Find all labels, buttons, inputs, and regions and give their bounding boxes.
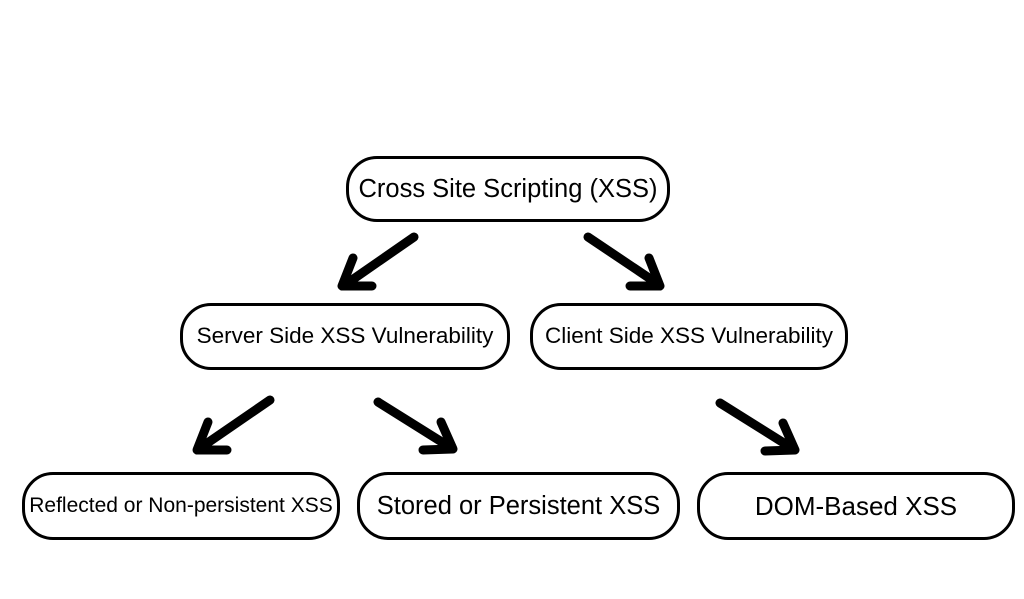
- node-label: Cross Site Scripting (XSS): [358, 174, 658, 203]
- arrow-shaft: [201, 395, 275, 449]
- node-cross-site-scripting: Cross Site Scripting (XSS): [346, 156, 670, 222]
- node-label: Reflected or Non-persistent XSS: [29, 494, 333, 518]
- node-stored-xss: Stored or Persistent XSS: [357, 472, 680, 540]
- node-server-side-xss: Server Side XSS Vulnerability: [180, 303, 510, 370]
- arrow-shaft: [715, 398, 792, 450]
- node-dom-based-xss: DOM-Based XSS: [697, 472, 1015, 540]
- arrow-xss-to-client-side: [583, 232, 665, 291]
- arrow-head: [192, 417, 232, 455]
- node-label: DOM-Based XSS: [754, 490, 958, 521]
- arrow-shaft: [373, 397, 450, 449]
- node-client-side-xss: Client Side XSS Vulnerability: [530, 303, 848, 370]
- arrow-head: [625, 253, 665, 291]
- node-reflected-xss: Reflected or Non-persistent XSS: [22, 472, 340, 540]
- arrow-server-side-to-stored: [373, 397, 458, 455]
- arrow-shaft: [583, 232, 657, 285]
- node-label: Client Side XSS Vulnerability: [544, 323, 834, 349]
- arrow-shaft: [347, 232, 419, 285]
- arrow-head: [418, 417, 458, 455]
- arrow-server-side-to-reflected: [192, 395, 275, 455]
- node-label: Stored or Persistent XSS: [376, 491, 661, 520]
- node-label: Server Side XSS Vulnerability: [196, 323, 494, 349]
- arrow-head: [337, 253, 377, 291]
- arrow-head: [760, 418, 800, 456]
- arrow-client-side-to-dom: [715, 398, 800, 456]
- arrow-xss-to-server-side: [337, 232, 419, 291]
